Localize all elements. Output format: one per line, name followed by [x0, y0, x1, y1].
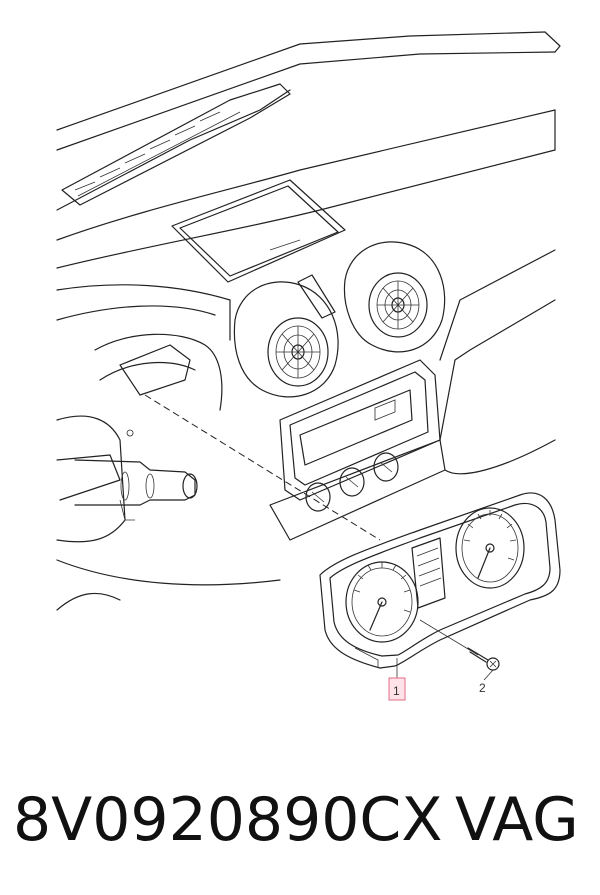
callout-2-label: 2	[479, 681, 486, 695]
center-console	[269, 249, 556, 541]
screw	[419, 619, 500, 681]
dashboard-top	[56, 31, 561, 269]
part-number: 8V0920890CX	[13, 785, 443, 855]
instrument-cluster	[319, 492, 561, 669]
dashboard-left-body	[56, 284, 281, 611]
display-housing	[171, 179, 346, 283]
callout-1: 1	[388, 658, 406, 701]
callout-1-label: 1	[393, 684, 400, 698]
left-air-vent	[233, 281, 339, 398]
assembly-guide-line	[144, 394, 381, 541]
brand-label: VAG	[455, 785, 579, 855]
right-air-vent	[343, 241, 446, 353]
ignition-switch-assembly	[74, 459, 198, 521]
center-slot	[297, 274, 336, 319]
dashboard-exploded-diagram: 1 2	[56, 31, 561, 701]
callout-2: 2	[479, 681, 486, 695]
